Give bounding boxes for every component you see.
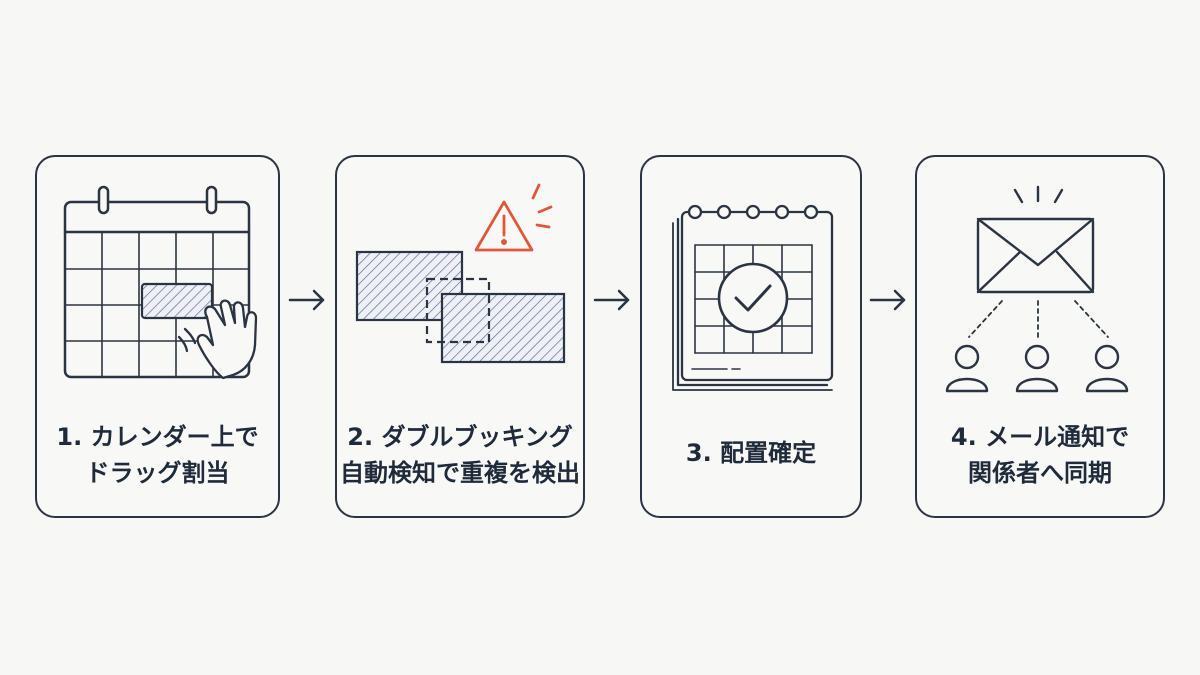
warning-icon xyxy=(474,183,553,252)
step-2-card: 2. ダブルブッキング 自動検知で重複を検出 xyxy=(335,155,585,518)
step-3-label: 3. 配置確定 xyxy=(685,439,817,467)
person-icon xyxy=(1015,344,1059,393)
drag-hand-icon xyxy=(177,299,258,380)
arrow-right-icon xyxy=(288,289,325,311)
person-icon xyxy=(1085,344,1129,393)
step-3-card: 3. 配置確定 xyxy=(640,155,862,518)
step-4-label: 4. メール通知で 関係者へ同期 xyxy=(950,423,1130,487)
envelope-icon xyxy=(976,217,1095,294)
spiral-calendar-check-icon xyxy=(672,204,834,391)
email-notify-illustration xyxy=(945,185,1129,393)
step-4-card: 4. メール通知で 関係者へ同期 xyxy=(915,155,1165,518)
calendar-drag-illustration xyxy=(63,185,258,380)
arrow-right-icon xyxy=(593,289,630,311)
arrow-right-icon xyxy=(869,289,906,311)
step-2-label: 2. ダブルブッキング 自動検知で重複を検出 xyxy=(340,423,580,487)
step-1-card: 1. カレンダー上で ドラッグ割当 xyxy=(35,155,280,518)
double-booking-illustration xyxy=(355,183,566,364)
person-icon xyxy=(945,344,989,393)
step-1-label: 1. カレンダー上で ドラッグ割当 xyxy=(56,423,259,487)
